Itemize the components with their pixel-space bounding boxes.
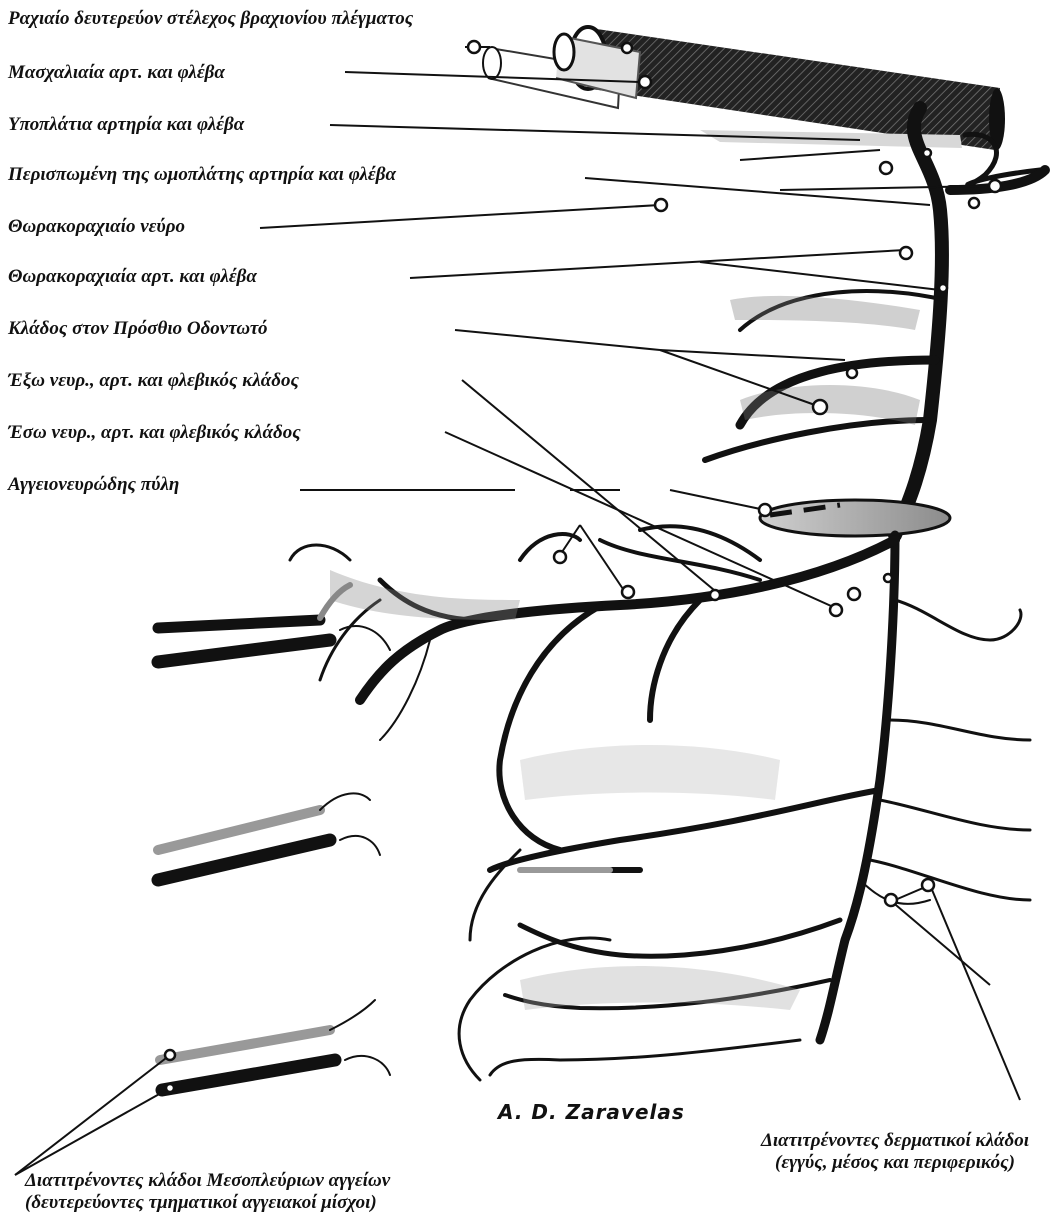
shaded-regions bbox=[330, 296, 920, 1010]
label-medial-branch: Έσω νευρ., αρτ. και φλεβικός κλάδος bbox=[8, 422, 301, 444]
label-brachial-plexus-cord: Ραχιαίο δευτερεύον στέλεχος βραχιονίου π… bbox=[8, 8, 413, 30]
label-circumflex-scapular-vessels: Περισπωμένη της ωμοπλάτης αρτηρία και φλ… bbox=[8, 164, 396, 186]
label-intercostal-line1: Διατιτρένοντες κλάδοι Μεσοπλεύριων αγγεί… bbox=[25, 1170, 390, 1192]
intercostal-perforators bbox=[158, 585, 390, 1090]
label-cutaneous-line2: (εγγύς, μέσος και περιφερικός) bbox=[740, 1152, 1050, 1174]
artist-signature: A. D. Zaravelas bbox=[498, 1100, 685, 1124]
label-axillary-vessels: Μασχαλιαία αρτ. και φλέβα bbox=[8, 62, 225, 84]
label-cutaneous-line1: Διατιτρένοντες δερματικοί κλάδοι bbox=[740, 1130, 1050, 1152]
label-intercostal-line2: (δευτερεύοντες τμηματικοί αγγειακοί μίσχ… bbox=[25, 1192, 390, 1214]
label-neurovascular-hilum: Αγγειονευρώδης πύλη bbox=[8, 474, 179, 496]
label-intercostal-perforators: Διατιτρένοντες κλάδοι Μεσοπλεύριων αγγεί… bbox=[25, 1170, 390, 1214]
label-thoracodorsal-vessels: Θωρακοραχιαία αρτ. και φλέβα bbox=[8, 266, 257, 288]
lower-arcs bbox=[459, 850, 800, 1080]
label-lateral-branch: Έξω νευρ., αρτ. και φλεβικός κλάδος bbox=[8, 370, 299, 392]
label-serratus-branch: Κλάδος στον Πρόσθιο Οδοντωτό bbox=[8, 318, 268, 340]
label-cutaneous-perforators: Διατιτρένοντες δερματικοί κλάδοι (εγγύς,… bbox=[740, 1130, 1050, 1174]
label-thoracodorsal-nerve: Θωρακοραχιαίο νεύρο bbox=[8, 216, 185, 238]
label-subscapular-vessels: Υποπλάτια αρτηρία και φλέβα bbox=[8, 114, 244, 136]
medial-branch bbox=[290, 526, 895, 850]
hilum-ring bbox=[760, 500, 950, 536]
marker-circles bbox=[165, 41, 1001, 1092]
